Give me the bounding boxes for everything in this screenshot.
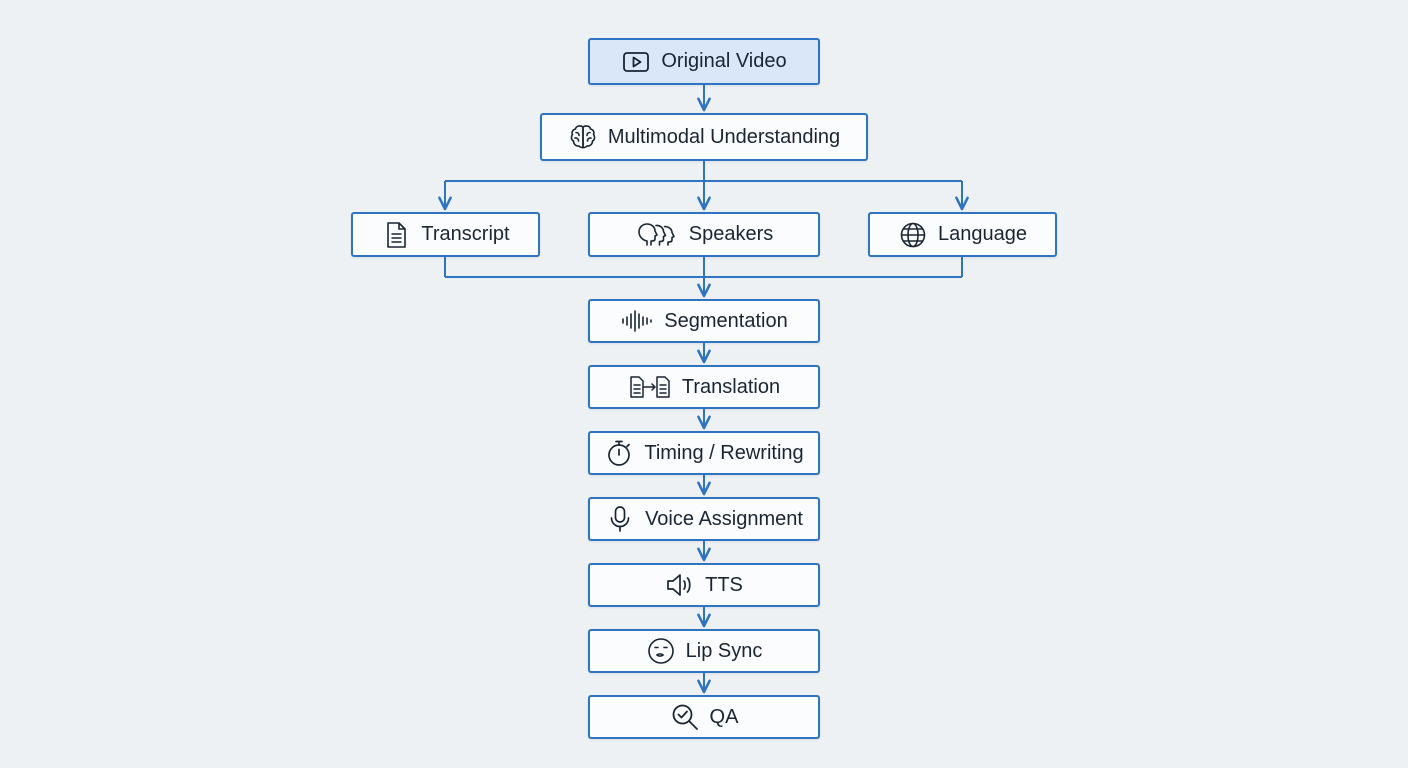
node-timing-rewriting[interactable]: Timing / Rewriting — [588, 431, 820, 475]
node-label: Lip Sync — [685, 639, 763, 662]
node-label: Speakers — [688, 223, 774, 245]
microphone-icon — [605, 504, 635, 534]
play-icon — [621, 47, 651, 77]
node-original-video[interactable]: Original Video — [588, 38, 820, 85]
node-label: Timing / Rewriting — [644, 441, 804, 464]
speakers-icon — [635, 220, 679, 250]
node-multimodal-understanding[interactable]: Multimodal Understanding — [540, 113, 868, 161]
waveform-icon — [620, 306, 654, 336]
brain-icon — [568, 122, 598, 152]
node-segmentation[interactable]: Segmentation — [588, 299, 820, 343]
node-qa[interactable]: QA — [588, 695, 820, 739]
globe-icon — [898, 220, 928, 250]
node-tts[interactable]: TTS — [588, 563, 820, 607]
speaker-icon — [665, 570, 695, 600]
node-label: Translation — [681, 375, 781, 398]
node-label: QA — [709, 705, 739, 728]
stopwatch-icon — [604, 438, 634, 468]
node-speakers[interactable]: Speakers — [588, 212, 820, 257]
node-label: Voice Assignment — [645, 507, 803, 530]
node-transcript[interactable]: Transcript — [351, 212, 540, 257]
node-label: Segmentation — [664, 309, 788, 332]
node-voice-assignment[interactable]: Voice Assignment — [588, 497, 820, 541]
node-label: Multimodal Understanding — [607, 125, 841, 148]
magnifier-check-icon — [670, 702, 700, 732]
node-translation[interactable]: Translation — [588, 365, 820, 409]
face-icon — [646, 636, 676, 666]
node-label: Language — [938, 223, 1027, 245]
node-lip-sync[interactable]: Lip Sync — [588, 629, 820, 673]
node-label: Transcript — [421, 223, 510, 245]
document-icon — [381, 220, 411, 250]
node-language[interactable]: Language — [868, 212, 1057, 257]
translate-icon — [628, 372, 672, 402]
node-label: TTS — [705, 573, 743, 596]
node-label: Original Video — [661, 50, 787, 72]
